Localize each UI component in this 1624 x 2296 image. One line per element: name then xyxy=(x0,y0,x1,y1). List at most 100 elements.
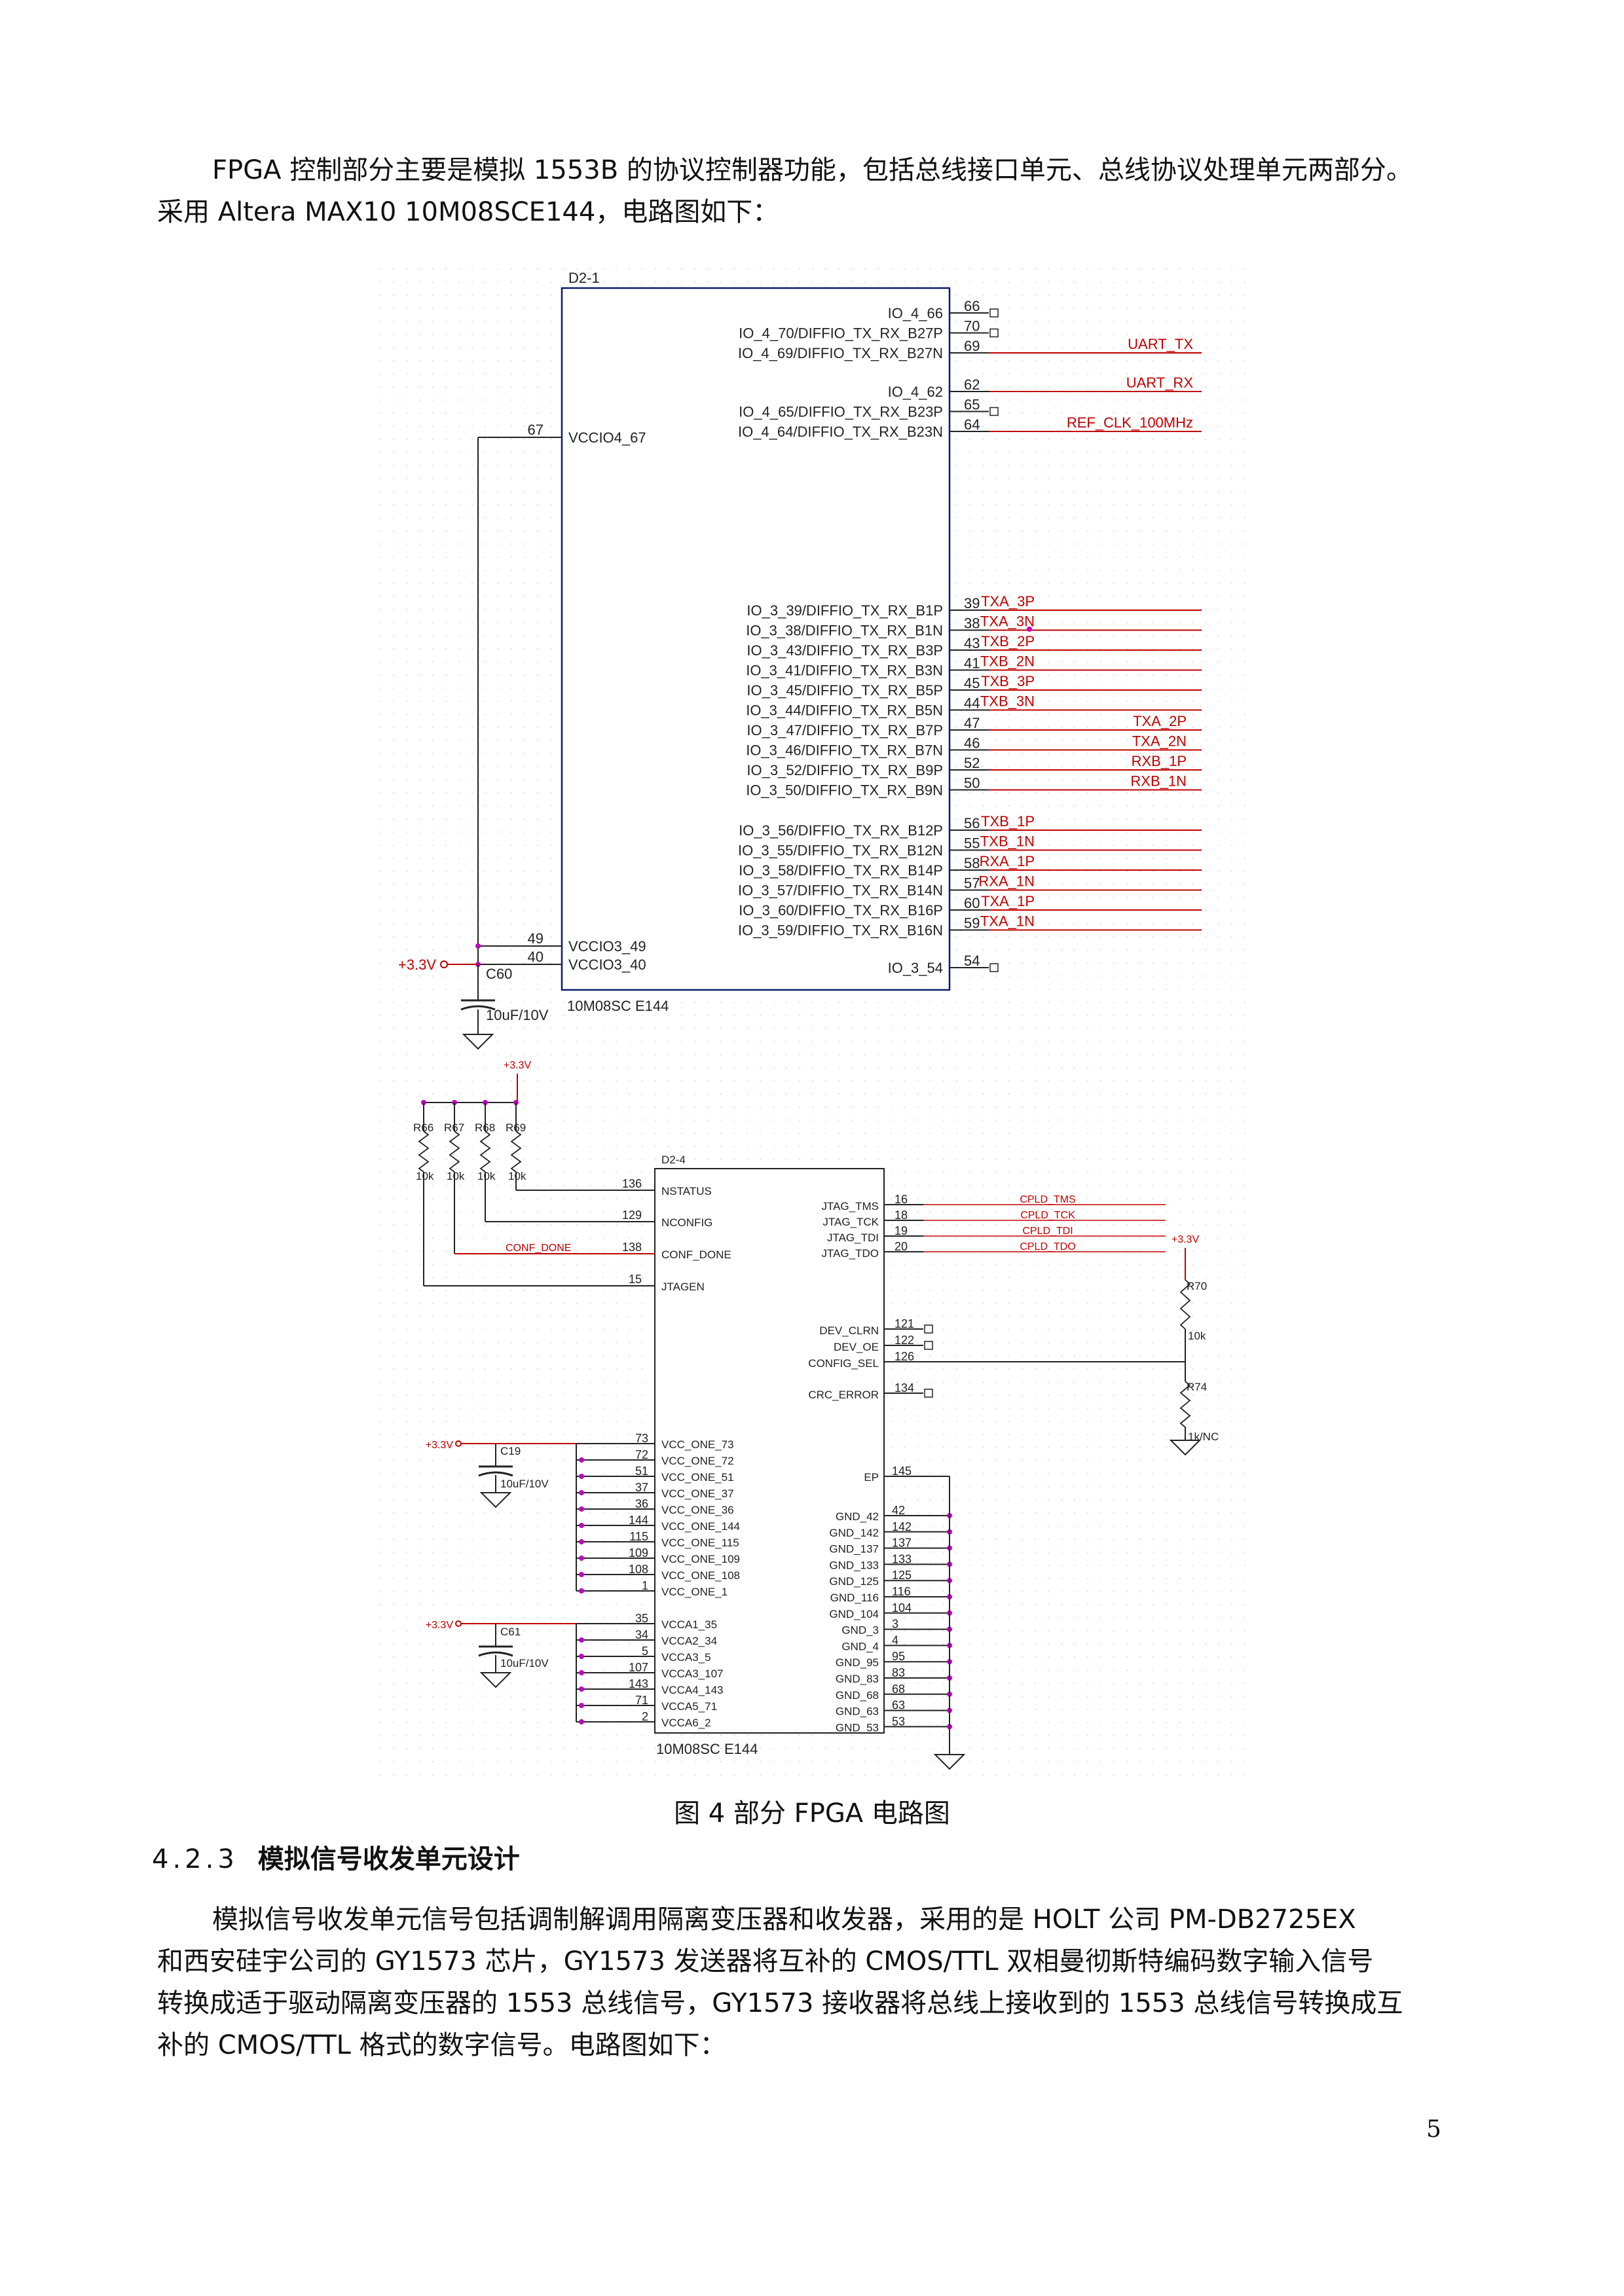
junction-dot xyxy=(579,1556,584,1561)
resistor-ref: R70 xyxy=(1187,1280,1207,1292)
body-paragraph: 模拟信号收发单元信号包括调制解调用隔离变压器和收发器，采用的是 HOLT 公司 … xyxy=(157,1899,1467,2066)
net-label: CPLD_TDI xyxy=(1022,1226,1073,1237)
pin-label: GND_83 xyxy=(836,1673,879,1685)
pin-number: 95 xyxy=(892,1650,905,1663)
pin-label: IO_3_50/DIFFIO_TX_RX_B9N xyxy=(746,782,943,799)
pin-label: IO_4_69/DIFFIO_TX_RX_B27N xyxy=(738,345,943,361)
net-label: CONF_DONE xyxy=(506,1243,571,1254)
ground-symbol xyxy=(462,1034,494,1050)
pin-label: JTAG_TDI xyxy=(827,1231,879,1244)
pin-label: VCCA5_71 xyxy=(661,1700,717,1713)
pin-number: 60 xyxy=(964,895,980,911)
ground-symbol xyxy=(1169,1440,1202,1456)
pin-label: VCC_ONE_1 xyxy=(661,1586,728,1598)
cap-value: 10uF/10V xyxy=(500,1657,549,1669)
net-label: TXA_3N xyxy=(980,613,1035,630)
pin-label: IO_3_43/DIFFIO_TX_RX_B3P xyxy=(747,642,943,659)
junction-dot xyxy=(579,1637,584,1643)
resistor-ref: R69 xyxy=(506,1121,526,1134)
net-label: RXB_1P xyxy=(1132,753,1187,769)
pin-label: IO_3_59/DIFFIO_TX_RX_B16N xyxy=(738,922,943,939)
pin-label: IO_3_39/DIFFIO_TX_RX_B1P xyxy=(747,602,943,619)
pin-number: 108 xyxy=(629,1563,648,1576)
pin-number: 44 xyxy=(964,695,980,712)
pin-number: 19 xyxy=(895,1224,908,1237)
pin-number: 59 xyxy=(964,915,980,932)
pin-number: 47 xyxy=(964,715,980,731)
intro-paragraph: FPGA 控制部分主要是模拟 1553B 的协议控制器功能，包括总线接口单元、总… xyxy=(157,149,1467,233)
resistor-ref: R67 xyxy=(444,1121,464,1134)
ref-designator: D2-4 xyxy=(661,1154,686,1166)
pin-label: NSTATUS xyxy=(661,1185,712,1197)
section-heading: 4.2.3 模拟信号收发单元设计 xyxy=(152,1840,520,1879)
junction-dot xyxy=(579,1572,584,1577)
junction-dot xyxy=(579,1703,584,1708)
resistor-ref: R74 xyxy=(1187,1381,1207,1393)
pin-number: 64 xyxy=(964,416,980,433)
pin-number: 57 xyxy=(964,875,980,892)
pin-number: 43 xyxy=(964,635,980,651)
net-label: CPLD_TMS xyxy=(1020,1194,1075,1205)
power-port xyxy=(455,1440,462,1447)
pin-label: EP xyxy=(864,1471,879,1484)
pin-label: IO_3_41/DIFFIO_TX_RX_B3N xyxy=(746,663,943,679)
pin-number: 37 xyxy=(635,1481,648,1494)
pin-number: 38 xyxy=(964,615,980,632)
resistor-symbol xyxy=(1179,1279,1191,1330)
ref-designator: D2-1 xyxy=(568,270,600,286)
resistor-ref: R66 xyxy=(413,1121,434,1134)
section-title: 模拟信号收发单元设计 xyxy=(257,1844,520,1874)
pin-label: GND_68 xyxy=(836,1689,879,1702)
net-label: TXB_3N xyxy=(980,693,1035,710)
pin-number: 15 xyxy=(629,1273,642,1286)
pin-label: VCC_ONE_72 xyxy=(661,1455,734,1467)
no-connect-marker xyxy=(924,1324,933,1334)
pin-number: 83 xyxy=(892,1666,905,1679)
pin-label: IO_3_56/DIFFIO_TX_RX_B12P xyxy=(739,822,943,839)
cap-ref: C61 xyxy=(500,1626,521,1638)
pin-label: GND_137 xyxy=(829,1543,879,1556)
power-label: +3.3V xyxy=(426,1440,454,1451)
net-label: CPLD_TDO xyxy=(1020,1241,1075,1252)
pin-label: VCC_ONE_73 xyxy=(661,1438,734,1451)
pin-label: IO_3_45/DIFFIO_TX_RX_B5P xyxy=(747,682,943,699)
resistor-value: 10k xyxy=(477,1170,496,1182)
figure-caption: 图 4 部分 FPGA 电路图 xyxy=(674,1798,950,1829)
resistor-symbol xyxy=(510,1131,522,1173)
junction-dot xyxy=(579,1506,584,1512)
net-label: CPLD_TCK xyxy=(1020,1210,1075,1221)
pin-number: 41 xyxy=(964,655,980,672)
pin-label: IO_3_60/DIFFIO_TX_RX_B16P xyxy=(739,902,943,919)
pin-label: GND_63 xyxy=(836,1705,879,1718)
pin-label: GND_95 xyxy=(836,1656,879,1669)
pin-label: VCCIO4_67 xyxy=(568,429,646,446)
pin-number: 16 xyxy=(895,1193,908,1206)
resistor-symbol xyxy=(449,1131,460,1173)
pin-number: 45 xyxy=(964,675,980,691)
pin-number: 56 xyxy=(964,815,980,831)
net-label: UART_TX xyxy=(1128,336,1193,352)
pin-label: GND_104 xyxy=(829,1608,879,1620)
pin-number: 69 xyxy=(964,338,980,354)
no-connect-marker xyxy=(924,1341,933,1350)
pin-label: VCCA4_143 xyxy=(661,1684,724,1696)
pin-label: JTAGEN xyxy=(661,1281,705,1293)
body-line-1: 模拟信号收发单元信号包括调制解调用隔离变压器和收发器，采用的是 HOLT 公司 … xyxy=(212,1904,1356,1935)
cap-ref: C60 xyxy=(486,966,512,982)
pin-label: CRC_ERROR xyxy=(808,1389,879,1401)
section-number: 4.2.3 xyxy=(152,1844,238,1874)
pin-number: 63 xyxy=(892,1699,905,1712)
junction-dot xyxy=(579,1588,584,1594)
pin-number: 39 xyxy=(964,595,980,611)
body-line-3: 转换成适于驱动隔离变压器的 1553 总线信号，GY1573 接收器将总线上接收… xyxy=(157,1988,1403,2018)
resistor-value: 1k/NC xyxy=(1188,1430,1219,1443)
junction-dot xyxy=(579,1523,584,1528)
pin-label: IO_3_57/DIFFIO_TX_RX_B14N xyxy=(738,883,943,899)
pin-label: VCC_ONE_109 xyxy=(661,1553,740,1565)
intro-line-2: 采用 Altera MAX10 10M08SCE144，电路图如下： xyxy=(157,197,779,227)
pin-label: VCCA3_5 xyxy=(661,1651,711,1664)
junction-dot xyxy=(579,1670,584,1675)
net-label: RXA_1P xyxy=(980,853,1035,869)
pin-number: 66 xyxy=(964,298,980,314)
